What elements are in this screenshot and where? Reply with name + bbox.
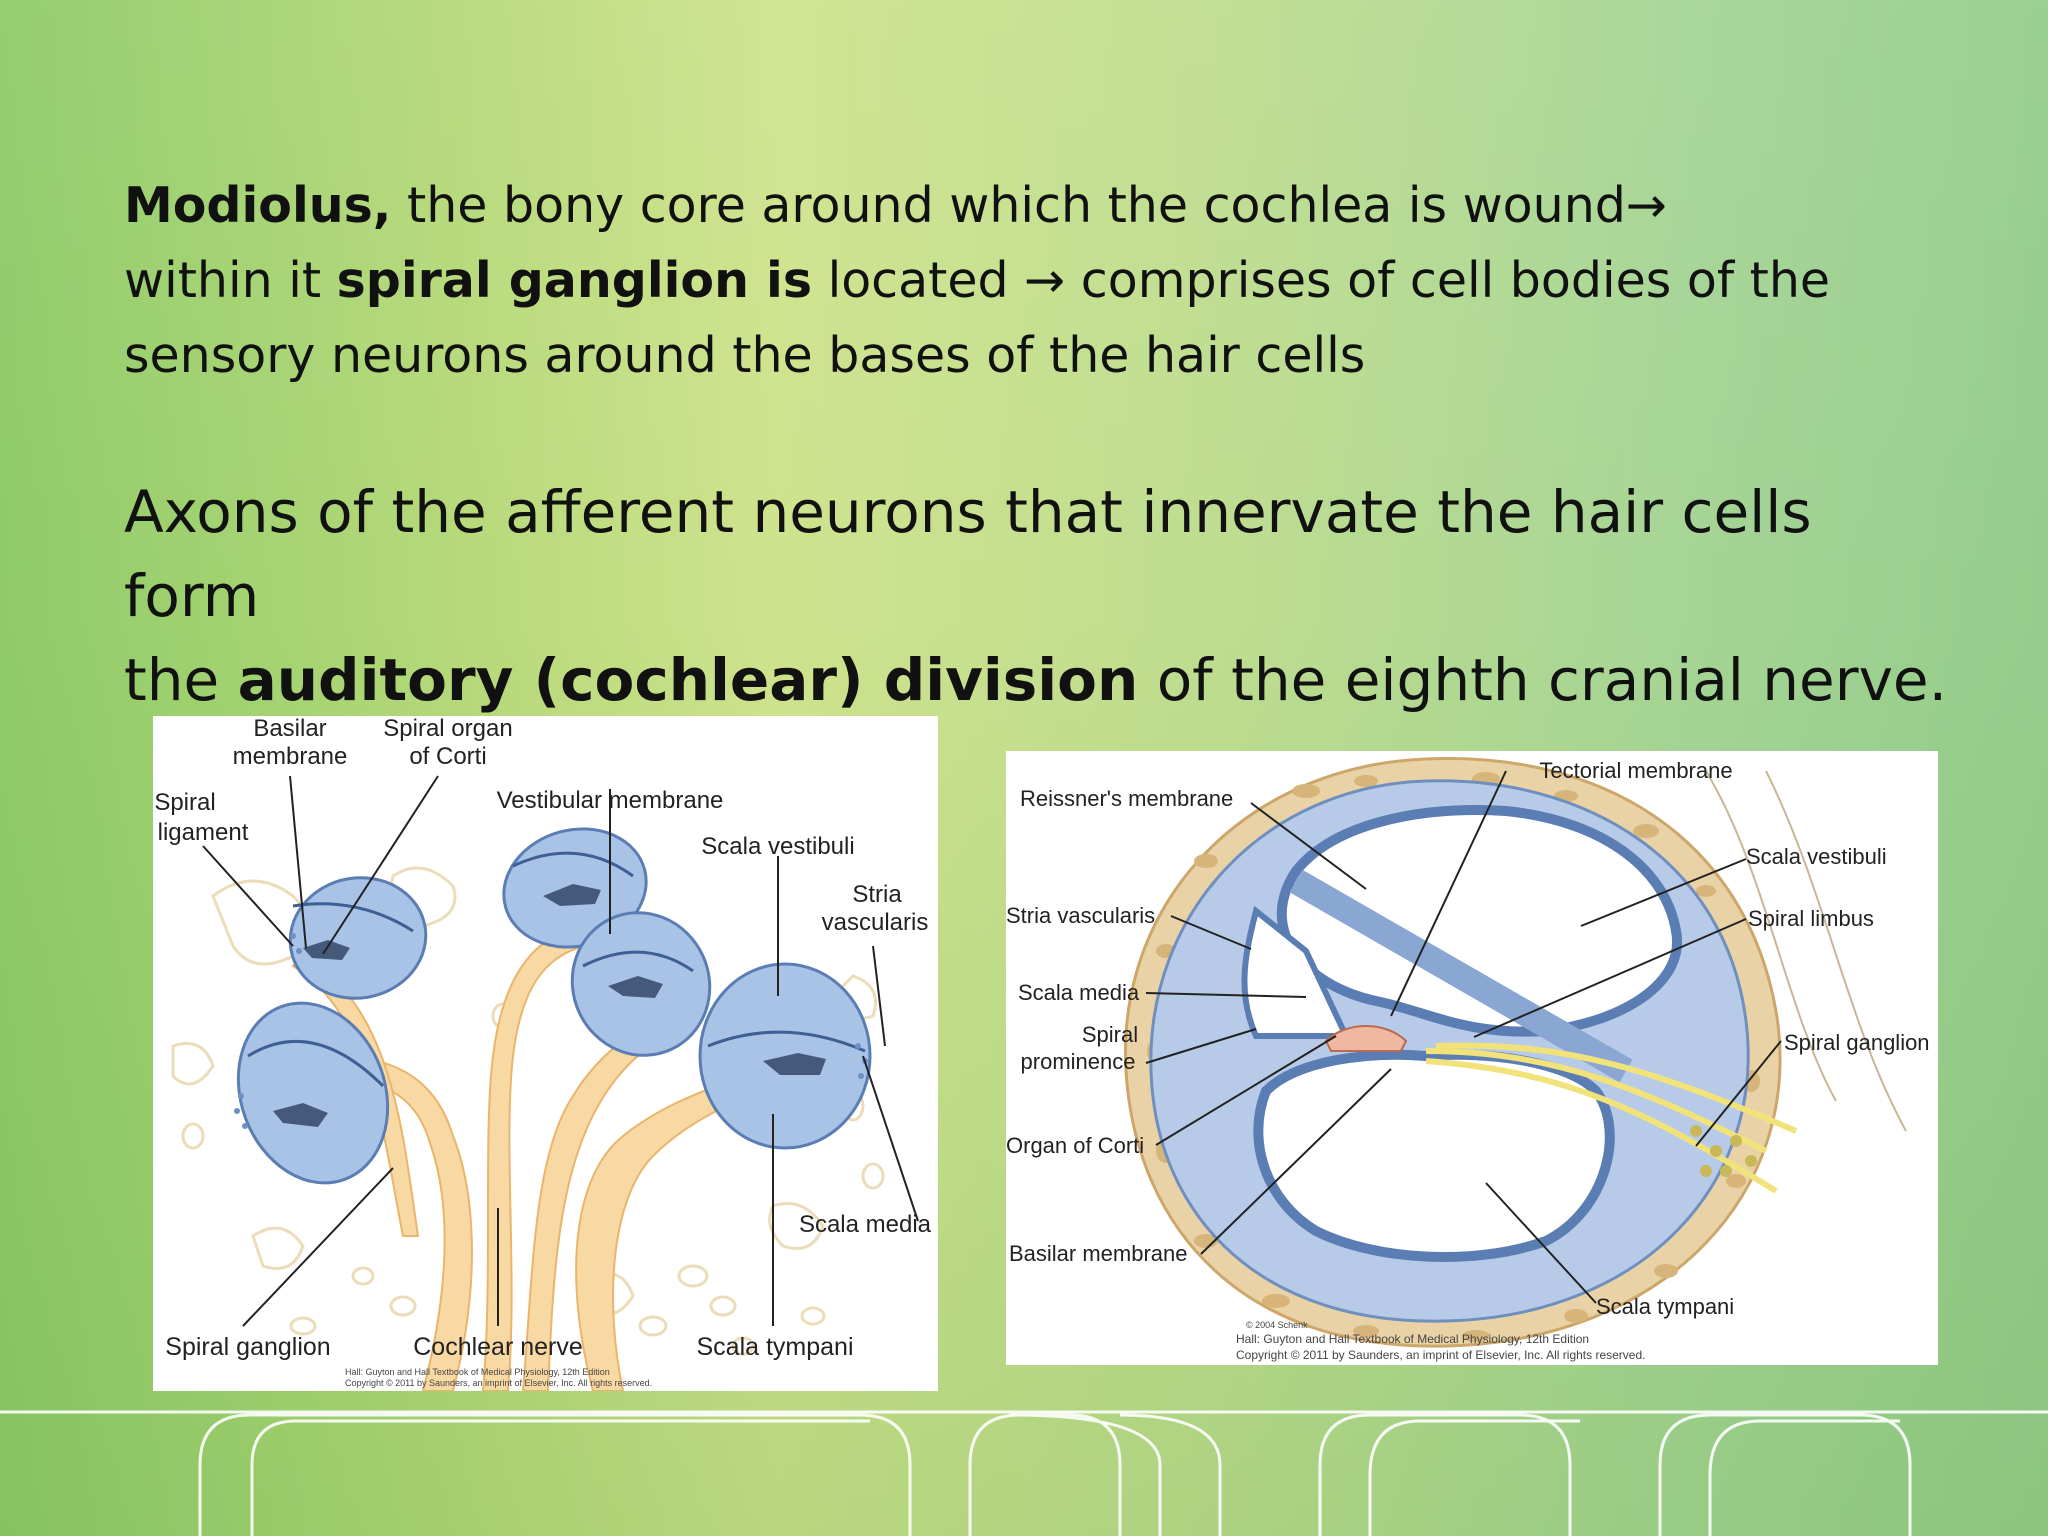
- decorative-arches: [0, 1410, 2048, 1536]
- label-scala-vestibuli: Scala vestibuli: [701, 833, 854, 860]
- scala-media-chamber: [1241, 905, 1351, 1039]
- label-scala-media: Scala media: [799, 1211, 932, 1238]
- scala-partitions: [247, 851, 866, 1088]
- label-reissners-membrane: Reissner's membrane: [1020, 786, 1233, 811]
- label-spiral-prominence-1: Spiral: [1082, 1022, 1138, 1047]
- organ-of-corti-shape: [1324, 1025, 1408, 1052]
- figure2-citation-2: Copyright © 2011 by Saunders, an imprint…: [1236, 1348, 1645, 1362]
- label-basilar-membrane-1: Basilar: [253, 716, 326, 742]
- label-stria-vascularis: Stria vascularis: [1006, 903, 1155, 928]
- bone-texture: [171, 866, 885, 1356]
- label-basilar-membrane: Basilar membrane: [1009, 1241, 1188, 1266]
- label-scala-tympani: Scala tympani: [1596, 1294, 1734, 1319]
- reissner-membrane-band: [1289, 869, 1633, 1083]
- label-cochlear-nerve: Cochlear nerve: [413, 1333, 583, 1361]
- label-spiral-prominence-2: prominence: [1021, 1049, 1136, 1074]
- label-vestibular-membrane: Vestibular membrane: [497, 787, 724, 814]
- label-tectorial-membrane: Tectorial membrane: [1539, 758, 1732, 783]
- figure1-citation-2: Copyright © 2011 by Saunders, an imprint…: [345, 1378, 652, 1388]
- stria-speckle: [234, 933, 868, 1129]
- figure2-leader-lines: [1145, 770, 1782, 1304]
- figure1-citation-1: Hall: Guyton and Hall Textbook of Medica…: [345, 1367, 610, 1377]
- label-scala-tympani: Scala tympani: [696, 1333, 853, 1361]
- label-scala-media: Scala media: [1018, 980, 1140, 1005]
- label-spiral-limbus: Spiral limbus: [1748, 906, 1874, 931]
- scala-vestibuli-chamber: [1276, 805, 1683, 1037]
- cochlear-duct-drawing: Tectorial membrane Reissner's membrane S…: [1006, 757, 1930, 1362]
- outer-tissue-lines: [1705, 770, 1907, 1132]
- para1-text-4: sensory neurons around the bases of the …: [124, 327, 1366, 384]
- spiral-ganglion-fibers: [1425, 1042, 1798, 1194]
- label-spiral-ganglion: Spiral ganglion: [1784, 1030, 1930, 1055]
- cochlear-duct-figure: Tectorial membrane Reissner's membrane S…: [1006, 751, 1938, 1365]
- figure2-citation-1: Hall: Guyton and Hall Textbook of Medica…: [1236, 1332, 1589, 1346]
- spiral-ganglion-cells: [1690, 1125, 1757, 1177]
- paragraph-axons: Axons of the afferent neurons that inner…: [124, 470, 1964, 722]
- para2-text-3: of the eighth cranial nerve.: [1138, 646, 1948, 714]
- label-spiral-ligament-2: ligament: [158, 819, 249, 846]
- label-spiral-ganglion: Spiral ganglion: [165, 1333, 330, 1361]
- paragraph-modiolus: Modiolus, the bony core around which the…: [124, 168, 1944, 393]
- bold-spiral-ganglion: spiral ganglion is: [336, 252, 812, 309]
- bold-auditory-division: auditory (cochlear) division: [237, 646, 1139, 714]
- label-stria-2: vascularis: [822, 909, 929, 936]
- organ-of-corti-marks: [273, 884, 826, 1127]
- para2-text-1: Axons of the afferent neurons that inner…: [124, 478, 1812, 630]
- cochlea-section-drawing: Basilar membrane Spiral organ of Corti S…: [154, 716, 932, 1391]
- figure1-leader-lines: [202, 775, 919, 1327]
- cochlear-nerve-trunk: [291, 924, 797, 1391]
- para1-text-1: the bony core around which the cochlea i…: [391, 177, 1667, 234]
- para1-text-3: located → comprises of cell bodies of th…: [812, 252, 1831, 309]
- cochlear-turns: [236, 827, 872, 1185]
- label-organ-of-corti: Organ of Corti: [1006, 1133, 1144, 1158]
- label-spiral-ligament-1: Spiral: [154, 789, 215, 816]
- cochlea-section-figure: Basilar membrane Spiral organ of Corti S…: [153, 716, 938, 1391]
- para2-text-2: the: [124, 646, 238, 714]
- para1-text-2: within it: [124, 252, 337, 309]
- label-stria-1: Stria: [852, 881, 902, 908]
- figure2-copyright-mark: © 2004 Schenk: [1246, 1320, 1308, 1330]
- label-scala-vestibuli: Scala vestibuli: [1746, 844, 1887, 869]
- label-spiral-organ-2: of Corti: [409, 743, 486, 770]
- bold-modiolus: Modiolus,: [124, 177, 392, 234]
- label-basilar-membrane-2: membrane: [233, 743, 348, 770]
- scala-tympani-chamber: [1253, 1049, 1615, 1263]
- label-spiral-organ-1: Spiral organ: [383, 716, 512, 742]
